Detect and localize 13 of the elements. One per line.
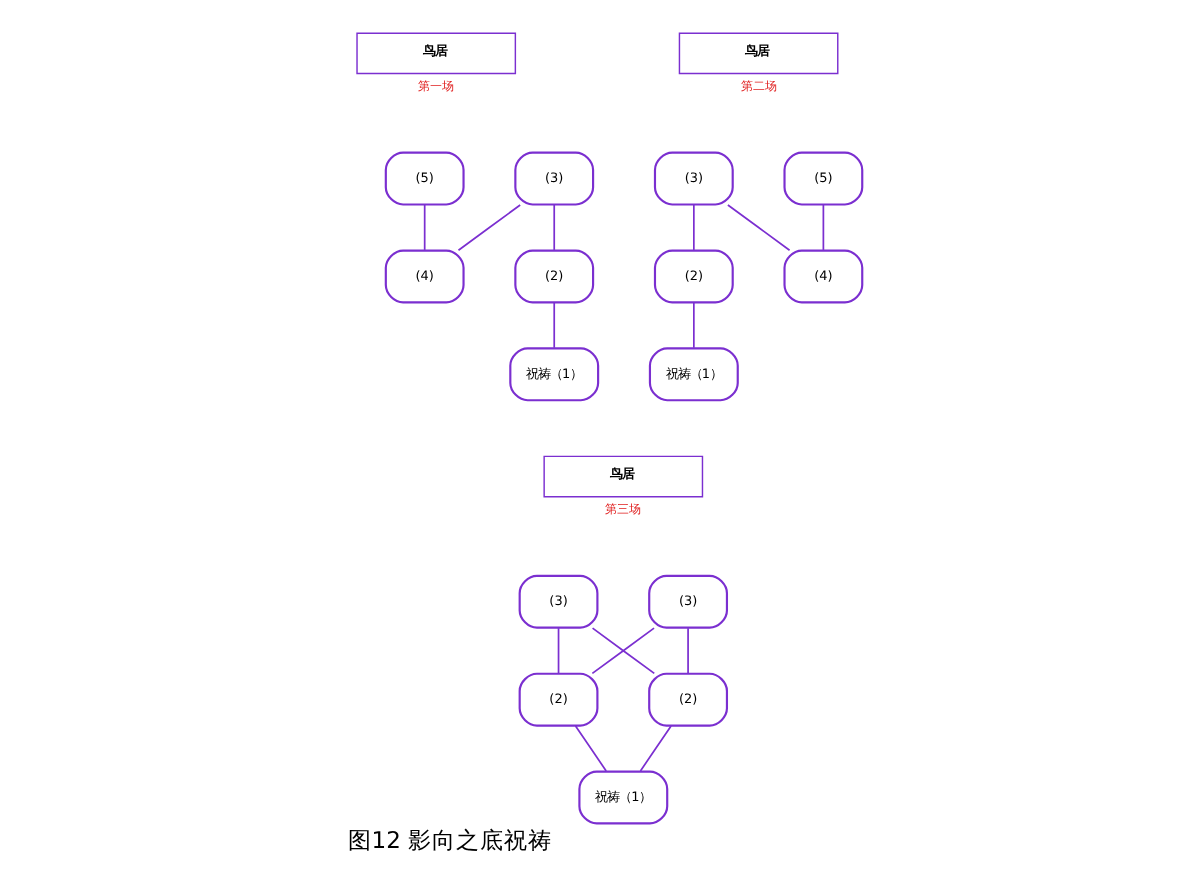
connector [552,302,555,349]
connector [691,204,694,251]
connector [691,302,694,349]
caption: 图12 影向之底祝祷 [346,825,552,854]
connector [638,725,671,772]
connector [573,725,607,772]
connector [422,204,425,251]
connector [726,204,790,252]
connector [456,204,521,252]
connector [552,204,555,251]
connector [821,204,824,251]
connector [686,627,688,674]
connector [556,627,559,674]
